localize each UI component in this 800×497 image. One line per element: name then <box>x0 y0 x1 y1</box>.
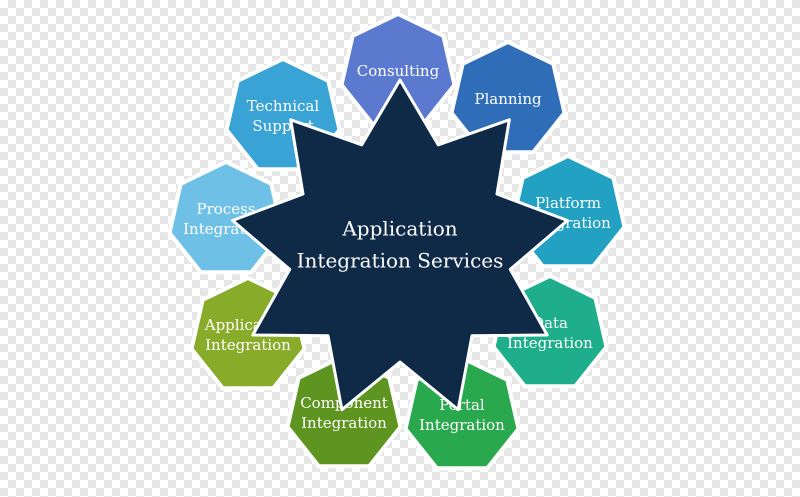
node-component-integration-label-line-2: Integration <box>301 414 387 432</box>
node-planning-label-line-1: Planning <box>474 90 542 108</box>
node-process-integration-label-line-1: Process <box>197 200 256 218</box>
node-consulting-label-line-1: Consulting <box>357 62 440 80</box>
node-application-integration-label-line-2: Integration <box>205 336 291 354</box>
node-platform-integration-label-line-1: Platform <box>535 194 601 212</box>
node-portal-integration-label-line-2: Integration <box>419 416 505 434</box>
node-consulting: Consulting <box>339 12 457 127</box>
node-planning-shape <box>449 40 567 155</box>
center-title-line-1: Application <box>341 217 457 241</box>
node-planning: Planning <box>449 40 567 155</box>
center-title-line-2: Integration Services <box>297 249 504 273</box>
node-process-integration-shape <box>167 160 285 275</box>
center-star-shape <box>231 78 569 412</box>
node-technical-support-label-line-1: Technical <box>247 97 320 115</box>
node-data-integration-label-line-2: Integration <box>507 334 593 352</box>
